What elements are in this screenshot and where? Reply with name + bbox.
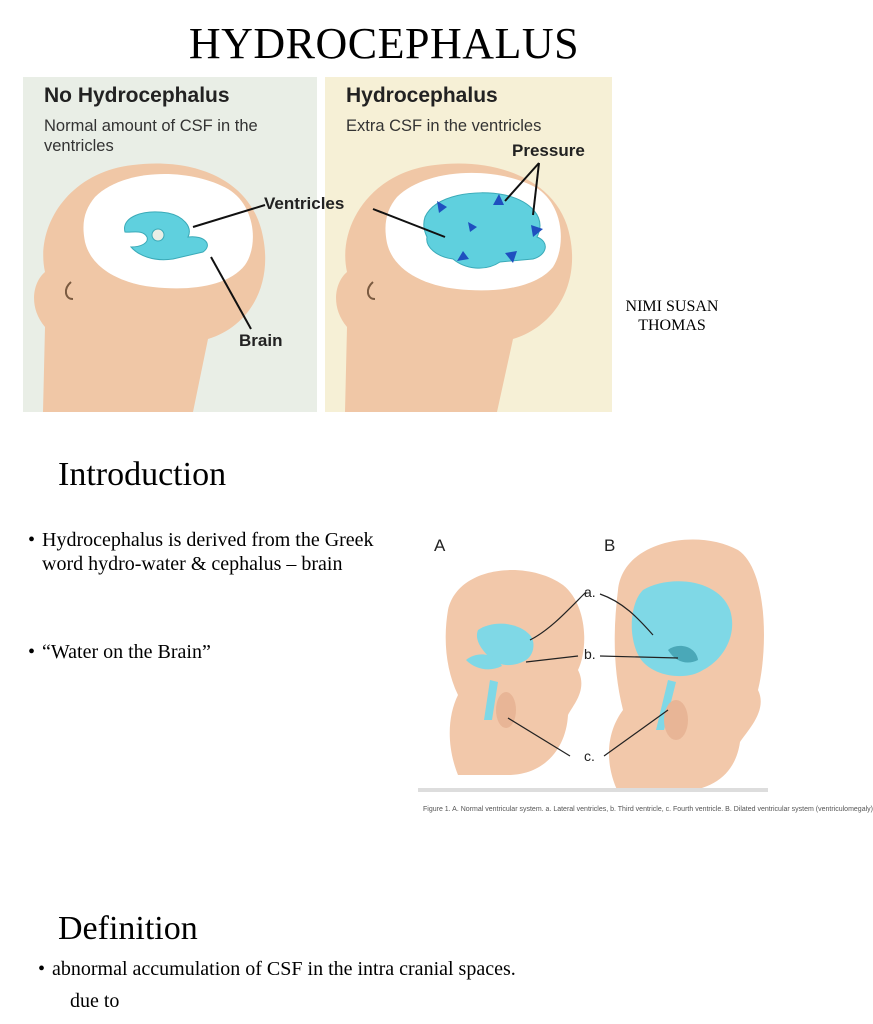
callout-a: a. (584, 584, 596, 600)
baby-heads-illustration (418, 530, 768, 820)
label-brain: Brain (239, 331, 283, 350)
label-pressure: Pressure (512, 141, 585, 160)
ventricular-system-figure: A B a. b. c. (418, 530, 768, 820)
section-heading-definition: Definition (58, 910, 198, 947)
callout-c: c. (584, 748, 595, 764)
intro-bullet-1: • Hydrocephalus is derived from the Gree… (28, 528, 402, 576)
bullet-dot: • (28, 529, 36, 551)
figure-caption: Figure 1. A. Normal ventricular system. … (423, 806, 873, 813)
section-heading-introduction: Introduction (58, 456, 227, 493)
figure-label-b: B (604, 536, 616, 555)
intro-bullet-2: • “Water on the Brain” (28, 640, 402, 664)
intro-bullet-1-text: Hydrocephalus is derived from the Greek … (42, 529, 374, 575)
definition-bullet-1: • abnormal accumulation of CSF in the in… (38, 957, 732, 981)
panel-title-normal: No Hydrocephalus (44, 84, 230, 107)
label-ventricles: Ventricles (264, 194, 345, 213)
figure-label-a: A (434, 536, 446, 555)
hydrocephalus-head-illustration (336, 162, 573, 412)
intro-bullet-2-text: “Water on the Brain” (42, 641, 211, 663)
normal-head-illustration (34, 163, 266, 412)
bullet-dot: • (38, 958, 46, 980)
panel-title-hydro: Hydrocephalus (346, 84, 498, 107)
definition-continuation: due to (70, 990, 120, 1012)
bullet-dot: • (28, 641, 36, 663)
callout-b: b. (584, 646, 596, 662)
panel-no-hydrocephalus: No Hydrocephalus Normal amount of CSF in… (23, 77, 317, 412)
page-title: HYDROCEPHALUS (188, 19, 580, 68)
definition-bullet-1-text: abnormal accumulation of CSF in the intr… (52, 958, 516, 980)
panel-subtitle-hydro: Extra CSF in the ventricles (346, 117, 542, 135)
panel-hydrocephalus: Hydrocephalus Extra CSF in the ventricle… (325, 77, 612, 412)
author-name: NIMI SUSAN THOMAS (625, 298, 719, 334)
panel-subtitle-normal: Normal amount of CSF in the ventricles (44, 117, 258, 155)
